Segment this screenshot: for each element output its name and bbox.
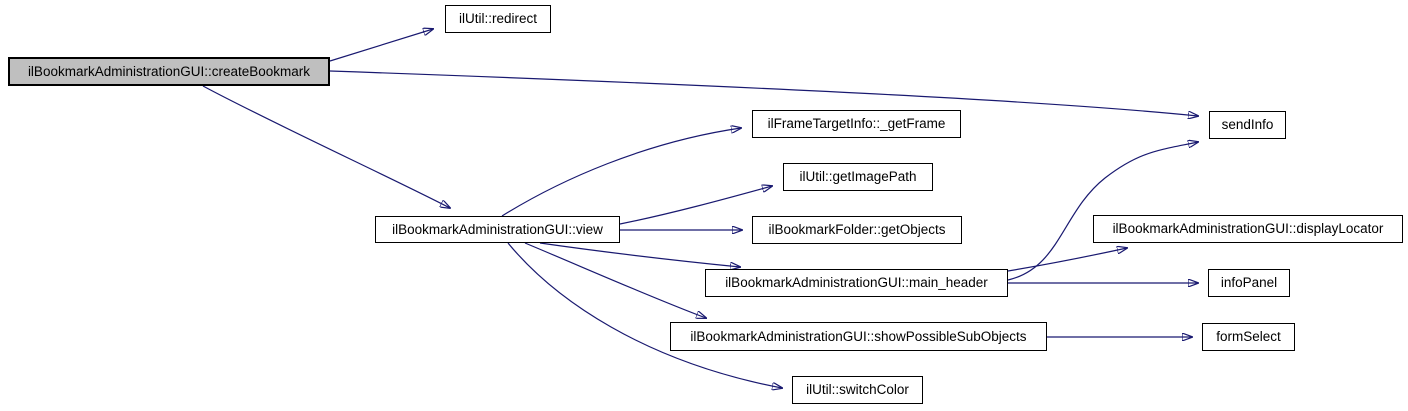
node-main-header[interactable]: ilBookmarkAdministrationGUI::main_header	[705, 269, 1008, 297]
node-view[interactable]: ilBookmarkAdministrationGUI::view	[375, 216, 620, 243]
edge-mainHeader-sendInfo	[1007, 142, 1198, 281]
edge-createBookmark-sendInfo	[329, 70, 1198, 116]
node-getobjects[interactable]: ilBookmarkFolder::getObjects	[752, 216, 962, 244]
edge-createBookmark-view	[202, 85, 450, 208]
node-showpossiblesubobjects[interactable]: ilBookmarkAdministrationGUI::showPossibl…	[670, 322, 1047, 351]
edge-createBookmark-redirect	[329, 29, 433, 62]
node-formselect[interactable]: formSelect	[1202, 323, 1295, 351]
node-createBookmark[interactable]: ilBookmarkAdministrationGUI::createBookm…	[8, 57, 330, 86]
node-displaylocator[interactable]: ilBookmarkAdministrationGUI::displayLoca…	[1093, 215, 1403, 243]
edge-view-switchColor	[507, 242, 782, 388]
node-sendinfo[interactable]: sendInfo	[1209, 111, 1286, 139]
node-infopanel[interactable]: infoPanel	[1208, 269, 1290, 297]
node-ilutil-redirect[interactable]: ilUtil::redirect	[445, 5, 551, 33]
edge-view-mainHeader	[539, 242, 740, 267]
node-getframe[interactable]: ilFrameTargetInfo::_getFrame	[752, 110, 961, 138]
edge-mainHeader-displayLocator	[1007, 248, 1127, 272]
node-getimagepath[interactable]: ilUtil::getImagePath	[783, 163, 933, 191]
edge-view-getFrame	[501, 128, 741, 217]
edge-view-getImagePath	[619, 186, 772, 225]
edge-view-showPossibleSubObjects	[524, 242, 706, 318]
node-switchcolor[interactable]: ilUtil::switchColor	[792, 376, 923, 404]
